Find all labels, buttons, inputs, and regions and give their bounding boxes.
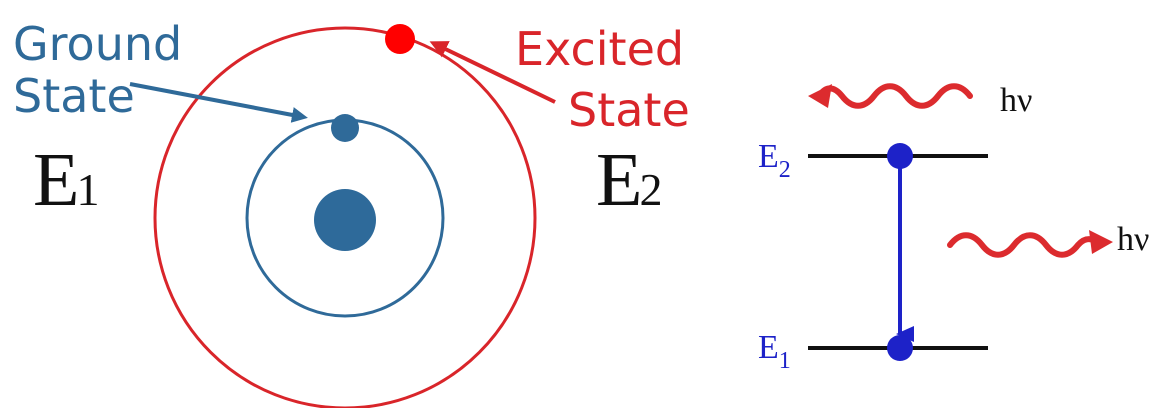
emitted-photon-wave xyxy=(950,235,1096,255)
upper-level-electron xyxy=(887,143,913,169)
ground-state-label-line2: State xyxy=(13,69,135,123)
upper-energy-level-label: E2 xyxy=(758,138,791,183)
lower-level-electron xyxy=(887,335,913,361)
energy-level-diagram: E2 E1 hν hν xyxy=(758,82,1149,374)
emitted-photon-arrowhead xyxy=(1089,230,1113,254)
excited-state-label-line2: State xyxy=(568,83,690,137)
bohr-model: Ground State Excited State E1 E2 xyxy=(13,17,690,408)
absorbed-photon-label: hν xyxy=(1000,82,1032,119)
ground-state-label-line1: Ground xyxy=(13,17,182,71)
nucleus xyxy=(314,189,376,251)
energy-level-e1-label: E1 xyxy=(33,138,99,222)
lower-energy-level-label: E1 xyxy=(758,329,791,374)
energy-level-e2-label: E2 xyxy=(596,138,662,222)
emitted-photon-label: hν xyxy=(1117,221,1149,258)
excited-state-label-line1: Excited xyxy=(515,22,684,76)
ground-state-pointer-arrow xyxy=(130,84,303,117)
ground-state-electron xyxy=(331,114,359,142)
excited-state-electron xyxy=(385,24,415,54)
absorbed-photon-wave xyxy=(820,86,970,106)
absorbed-photon-arrowhead xyxy=(808,84,832,108)
